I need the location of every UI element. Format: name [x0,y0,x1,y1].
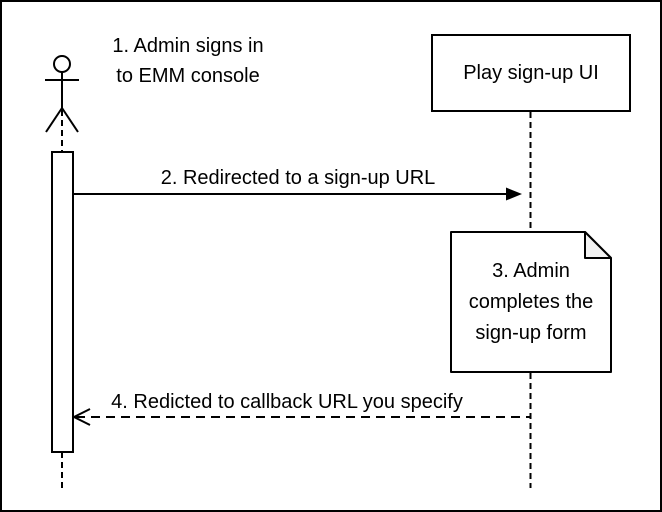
message-4-label: 4. Redicted to callback URL you specify [111,391,463,413]
activation-bar [51,151,74,453]
message-2-arrow [73,187,522,201]
filled-arrowhead-icon [506,187,522,201]
open-arrowhead-icon [71,408,91,426]
participant-play-signup-ui: Play sign-up UI [431,34,631,112]
message-4-arrow [71,408,530,426]
note-fold-corner [584,231,612,259]
note-text: 3. Admin completes the sign-up form [468,259,594,344]
actor-icon [45,55,79,133]
participant-label: Play sign-up UI [463,61,599,84]
note-outline [450,231,612,373]
note-shape [450,231,612,373]
actor-left-leg [45,107,63,133]
actor-right-leg [61,107,79,133]
step1-annotation: 1. Admin signs in to EMM console [112,35,264,87]
message-2-label: 2. Redirected to a sign-up URL [160,167,436,189]
